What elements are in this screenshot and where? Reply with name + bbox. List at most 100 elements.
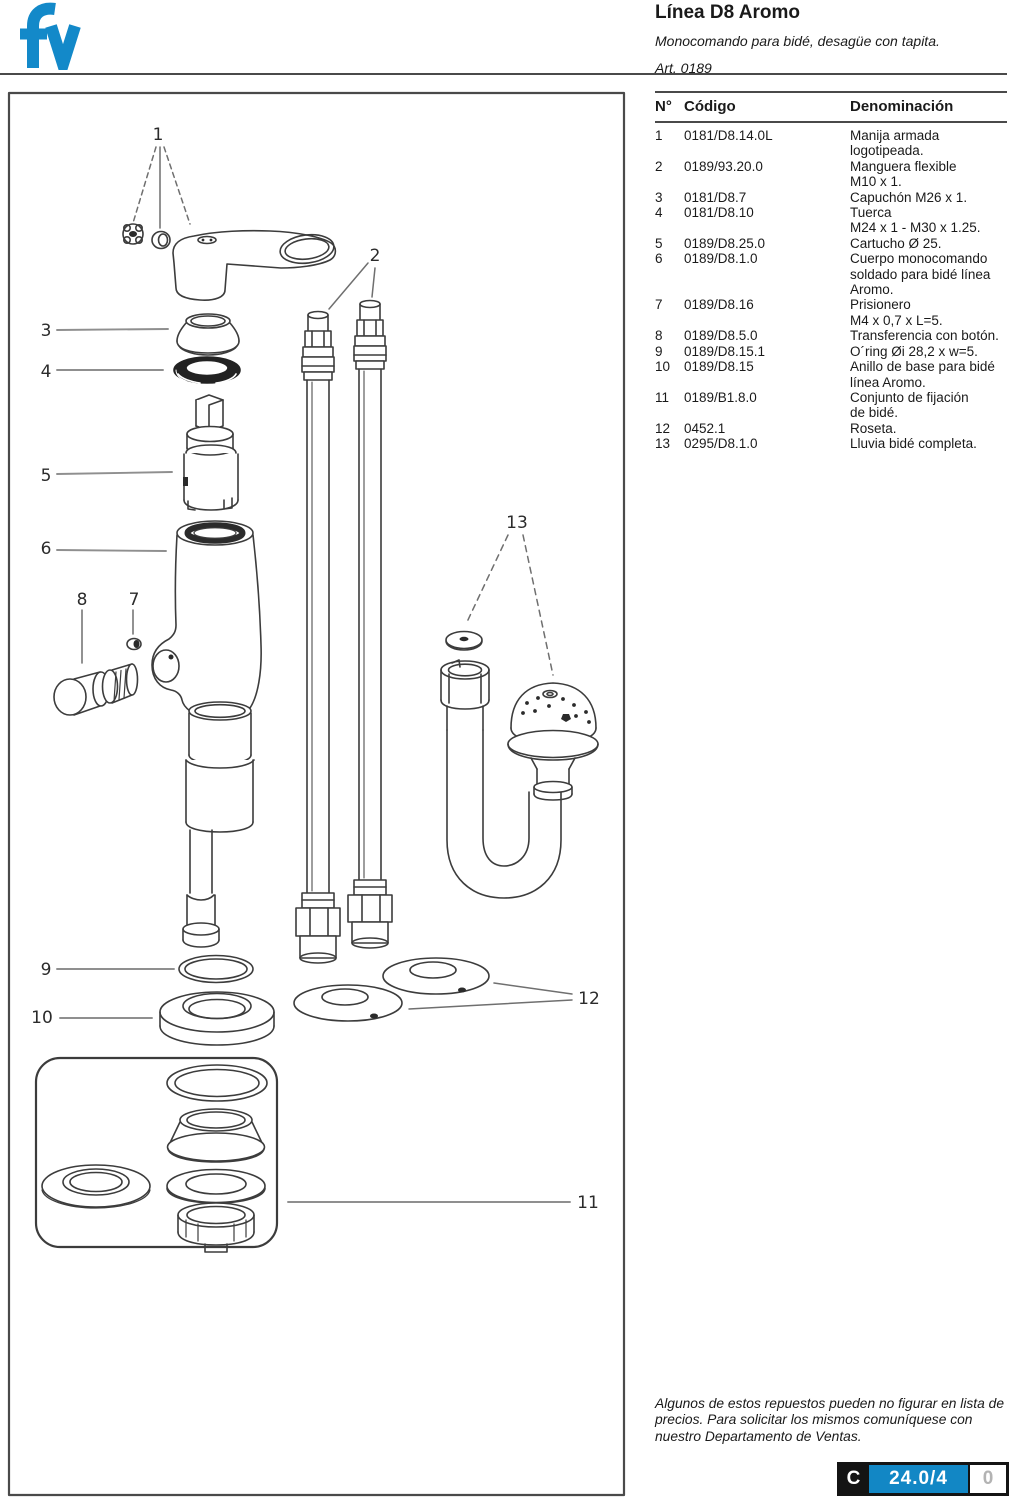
parts-table-header: N° Código Denominación [655,91,1007,123]
revision-badge: C 24.0/4 0 [837,1462,1009,1496]
cell-denominacion: Prisionero M4 x 0,7 x L=5. [850,297,943,328]
cell-n: 11 [655,389,670,405]
part-label-3: 3 [41,321,52,341]
table-row: 11 0189/B1.8.0 Conjunto de fijación de bid… [655,390,1007,421]
part-spray-head [507,682,599,801]
part-label-9: 9 [41,960,52,980]
cell-codigo: 0295/D8.1.0 [684,436,758,452]
fixing-set-box [34,1056,279,1249]
leader-lines [56,328,571,1203]
callout-lines [81,146,573,1010]
header-rule [0,73,1007,75]
cell-n: 2 [655,158,663,174]
badge-letter: C [840,1465,867,1493]
part-spray-disc [445,630,483,651]
part-handle-lever [172,229,337,301]
table-row: 6 0189/D8.1.0 Cuerpo monocomando soldado p… [655,251,1007,297]
cell-denominacion: Cuerpo monocomando soldado para bidé lín… [850,251,991,298]
table-row: 7 0189/D8.16 Prisionero M4 x 0,7 x L=5. [655,297,1007,328]
header-codigo: Código [684,98,736,115]
cell-denominacion: Capuchón M26 x 1. [850,189,968,205]
cell-codigo: 0189/D8.25.0 [684,235,766,251]
cell-denominacion: Tuerca M24 x 1 - M30 x 1.25. [850,205,981,236]
cell-codigo: 0181/D8.10 [684,205,754,221]
cell-denominacion: Conjunto de fijación de bidé. [850,389,969,421]
part-handle-screws [122,223,171,250]
cell-n: 7 [655,297,663,313]
part-roseta-left [293,984,403,1022]
part-label-5: 5 [41,466,52,486]
product-header: Línea D8 Aromo Monocomando para bidé, de… [655,2,1007,76]
table-row: 8 0189/D8.5.0 Transferencia con botón. [655,328,1007,343]
cell-codigo: 0181/D8.14.0L [684,128,773,143]
cell-codigo: 0189/D8.1.0 [684,251,758,267]
header-denominacion: Denominación [850,98,954,115]
cell-codigo: 0452.1 [684,420,726,436]
fv-logo-icon [20,2,81,84]
footer-note: Algunos de estos repuestos pueden no fig… [655,1396,1004,1444]
cell-n: 10 [655,359,671,375]
cell-codigo: 0189/D8.5.0 [684,328,758,344]
table-row: 4 0181/D8.10 Tuerca M24 x 1 - M30 x 1.25. [655,205,1007,236]
exploded-diagram: 1 2 3 4 5 6 7 8 9 10 11 12 13 [7,91,626,1497]
page-title: Línea D8 Aromo [655,2,800,23]
cell-codigo: 0189/D8.16 [684,297,754,313]
cell-n: 9 [655,343,663,359]
part-labels: 1 2 3 4 5 6 7 8 9 10 11 12 13 [31,125,600,1213]
cell-n: 5 [655,235,663,251]
cell-denominacion: Manguera flexible M10 x 1. [850,158,957,190]
cell-n: 4 [655,205,663,221]
part-cap [176,313,240,356]
cell-denominacion: Lluvia bidé completa. [850,436,977,452]
cell-denominacion: Transferencia con botón. [850,328,999,344]
part-label-2: 2 [370,246,381,266]
cell-denominacion: Roseta. [850,420,897,436]
part-label-6: 6 [41,539,52,559]
part-fixing-set [34,1056,279,1253]
diagram-frame [7,91,626,1497]
cell-codigo: 0189/D8.15.1 [684,343,766,359]
cell-denominacion: Anillo de base para bidé línea Aromo. [850,359,995,390]
cell-codigo: 0189/B1.8.0 [684,389,757,405]
part-label-11: 11 [577,1193,599,1213]
cell-n: 12 [655,420,671,436]
table-row: 12 0452.1 Roseta. [655,421,1007,436]
part-transfer-button [53,663,139,716]
part-label-13: 13 [506,513,528,533]
cell-codigo: 0181/D8.7 [684,189,747,205]
part-hose-right [347,299,393,949]
part-oring [178,954,254,984]
part-label-7: 7 [129,590,140,610]
part-label-8: 8 [77,590,88,610]
header-n: N° [655,98,672,115]
badge-code: 24.0/4 [869,1465,968,1493]
badge-revision: 0 [970,1465,1006,1493]
cell-n: 6 [655,251,663,267]
cell-n: 8 [655,328,663,344]
part-label-1: 1 [153,125,164,145]
part-roseta-right [382,957,490,995]
part-base-ring [159,991,275,1046]
part-label-12: 12 [578,989,600,1009]
table-row: 5 0189/D8.25.0 Cartucho Ø 25. [655,236,1007,251]
part-set-screw [126,637,142,651]
part-label-10: 10 [31,1008,53,1028]
cell-denominacion: Cartucho Ø 25. [850,235,942,251]
product-subtitle: Monocomando para bidé, desagüe con tapit… [655,33,940,49]
cell-n: 13 [655,436,671,452]
part-nut [173,356,241,384]
article-number: Art. 0189 [655,60,712,76]
cell-denominacion: Manija armada logotipeada. [850,128,940,159]
part-body [151,520,262,948]
part-label-4: 4 [41,362,52,382]
part-hose-left [295,310,341,964]
part-spray-hose [440,659,562,899]
